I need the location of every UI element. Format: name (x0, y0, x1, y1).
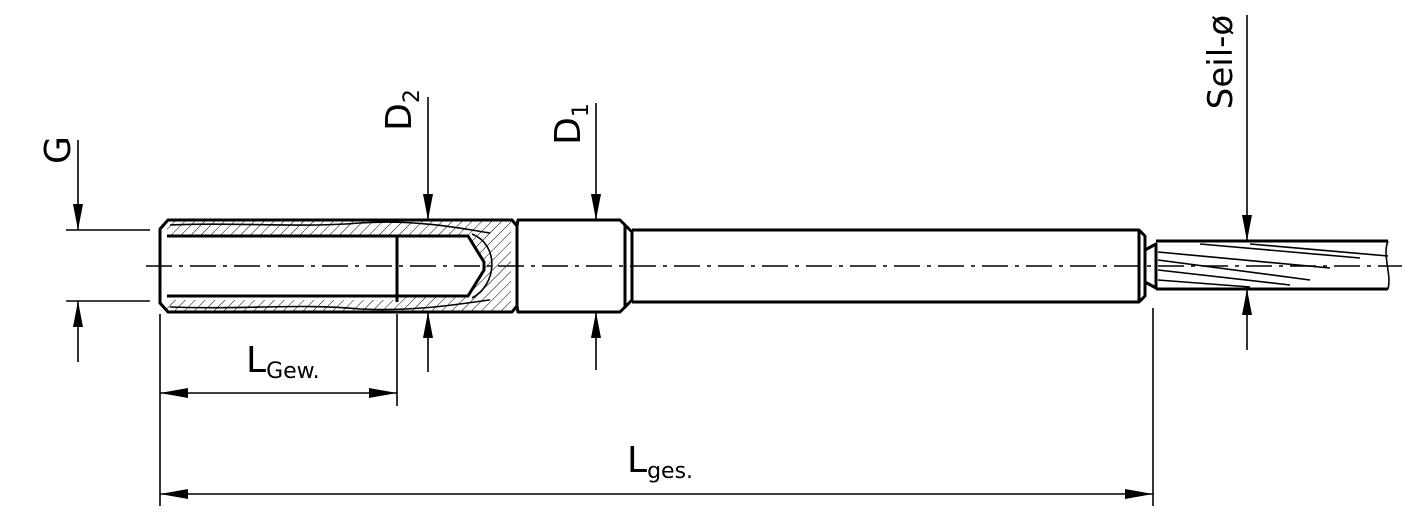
label-g: G (38, 136, 79, 164)
label-seil: Seil-ø (1201, 15, 1241, 109)
svg-text:D2: D2 (379, 89, 425, 131)
dimension-d1 (591, 103, 601, 370)
threaded-head (158, 218, 519, 314)
wire-rope (1156, 239, 1390, 291)
label-d2: D2 (379, 89, 425, 131)
svg-text:D1: D1 (548, 103, 594, 145)
thread-bore (167, 234, 486, 298)
label-l-gew: LGew. (246, 340, 320, 384)
label-d1: D1 (548, 103, 594, 145)
collar-d1 (515, 218, 634, 314)
shank (632, 228, 1158, 304)
label-l-ges: Lges. (627, 440, 693, 484)
dimension-g (66, 140, 150, 362)
dimension-seil (1242, 15, 1252, 350)
dimension-l-gew (160, 388, 397, 398)
dimension-l-ges (160, 489, 1153, 499)
dimension-d2 (423, 97, 433, 372)
